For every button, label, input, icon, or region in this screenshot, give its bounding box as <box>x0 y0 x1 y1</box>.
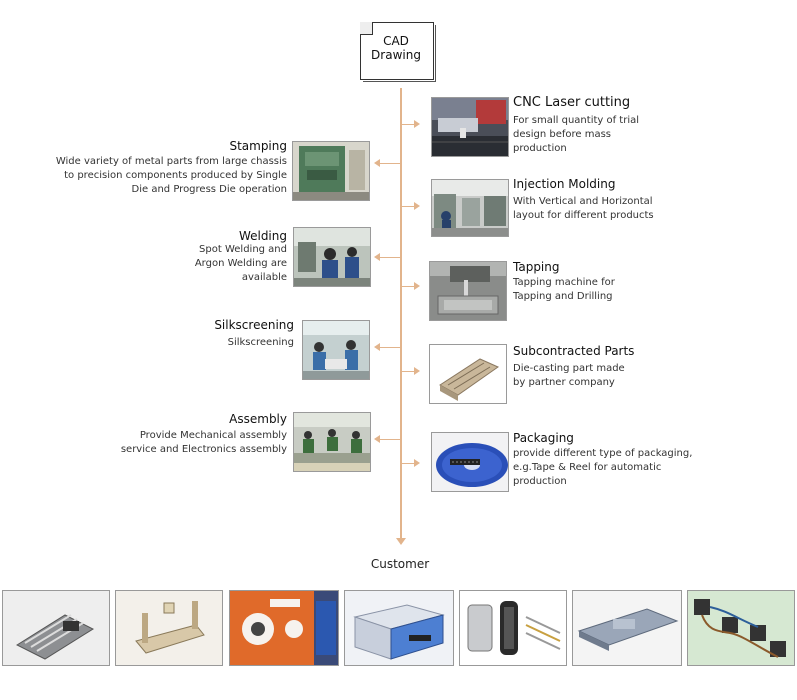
step-title-silkscreen: Silkscreening <box>214 318 294 332</box>
document-fold <box>360 22 373 35</box>
bracket-product-photo <box>115 590 223 666</box>
injection-molding-photo <box>431 179 509 237</box>
arrow-right-icon <box>414 202 420 210</box>
branch-injection <box>402 206 416 207</box>
welding-workers-photo <box>293 227 371 287</box>
branch-welding <box>378 257 400 258</box>
rack-tray-product-photo <box>572 590 682 666</box>
arrow-right-icon <box>414 459 420 467</box>
step-title-injection: Injection Molding <box>513 177 616 191</box>
arrow-left-icon <box>374 343 380 351</box>
step-title-tapping: Tapping <box>513 260 560 274</box>
branch-tapping <box>402 286 416 287</box>
step-desc-silkscreen: Silkscreening <box>227 337 294 348</box>
arrow-left-icon <box>374 159 380 167</box>
spine-arrow-down-icon <box>396 538 406 545</box>
assembly-line-photo <box>293 412 371 472</box>
document-shadow <box>363 25 436 82</box>
cad-drawing-label: CAD Drawing <box>360 34 432 62</box>
laser-cutter-photo <box>431 97 509 157</box>
step-title-packaging: Packaging <box>513 431 574 445</box>
step-desc-stamping: Wide variety of metal parts from large c… <box>55 156 287 195</box>
step-desc-assembly: Provide Mechanical assembly service and … <box>120 430 287 455</box>
silkscreen-workers-photo <box>302 320 370 380</box>
step-desc-welding: Spot Welding and Argon Welding are avail… <box>194 244 287 283</box>
arrow-left-icon <box>374 435 380 443</box>
step-desc-injection: With Vertical and Horizontal layout for … <box>513 196 654 221</box>
cad-label-line2: Drawing <box>371 48 421 62</box>
step-title-welding: Welding <box>238 229 287 243</box>
arrow-right-icon <box>414 282 420 290</box>
branch-stamping <box>378 163 400 164</box>
tapping-machine-photo <box>429 261 507 321</box>
branch-silkscreen <box>378 347 400 348</box>
arrow-right-icon <box>414 120 420 128</box>
customer-label: Customer <box>370 557 430 571</box>
cad-label-line1: CAD <box>383 34 409 48</box>
tape-reel-photo <box>431 432 509 492</box>
connectors-product-photo <box>459 590 567 666</box>
step-title-assembly: Assembly <box>229 412 287 426</box>
blue-box-product-photo <box>344 590 454 666</box>
step-desc-laser: For small quantity of trial design befor… <box>513 115 640 154</box>
step-desc-subcontract: Die-casting part made by partner company <box>513 363 625 388</box>
branch-laser <box>402 124 416 125</box>
arrow-right-icon <box>414 367 420 375</box>
cable-harness-product-photo <box>687 590 795 666</box>
step-title-subcontract: Subcontracted Parts <box>513 344 635 358</box>
step-title-laser: CNC Laser cutting <box>513 95 631 110</box>
step-desc-tapping: Tapping machine for Tapping and Drilling <box>513 277 615 302</box>
process-spine <box>400 88 402 540</box>
stamping-press-photo <box>292 141 370 201</box>
branch-assembly <box>378 439 400 440</box>
heatsink-product-photo <box>2 590 110 666</box>
cad-drawing-node: CAD Drawing <box>360 22 436 82</box>
step-desc-packaging: provide different type of packaging, e.g… <box>513 448 693 487</box>
branch-packaging <box>402 463 416 464</box>
branch-subcontract <box>402 371 416 372</box>
die-cast-part-photo <box>429 344 507 404</box>
orange-device-product-photo <box>229 590 339 666</box>
arrow-left-icon <box>374 253 380 261</box>
step-title-stamping: Stamping <box>229 139 287 153</box>
